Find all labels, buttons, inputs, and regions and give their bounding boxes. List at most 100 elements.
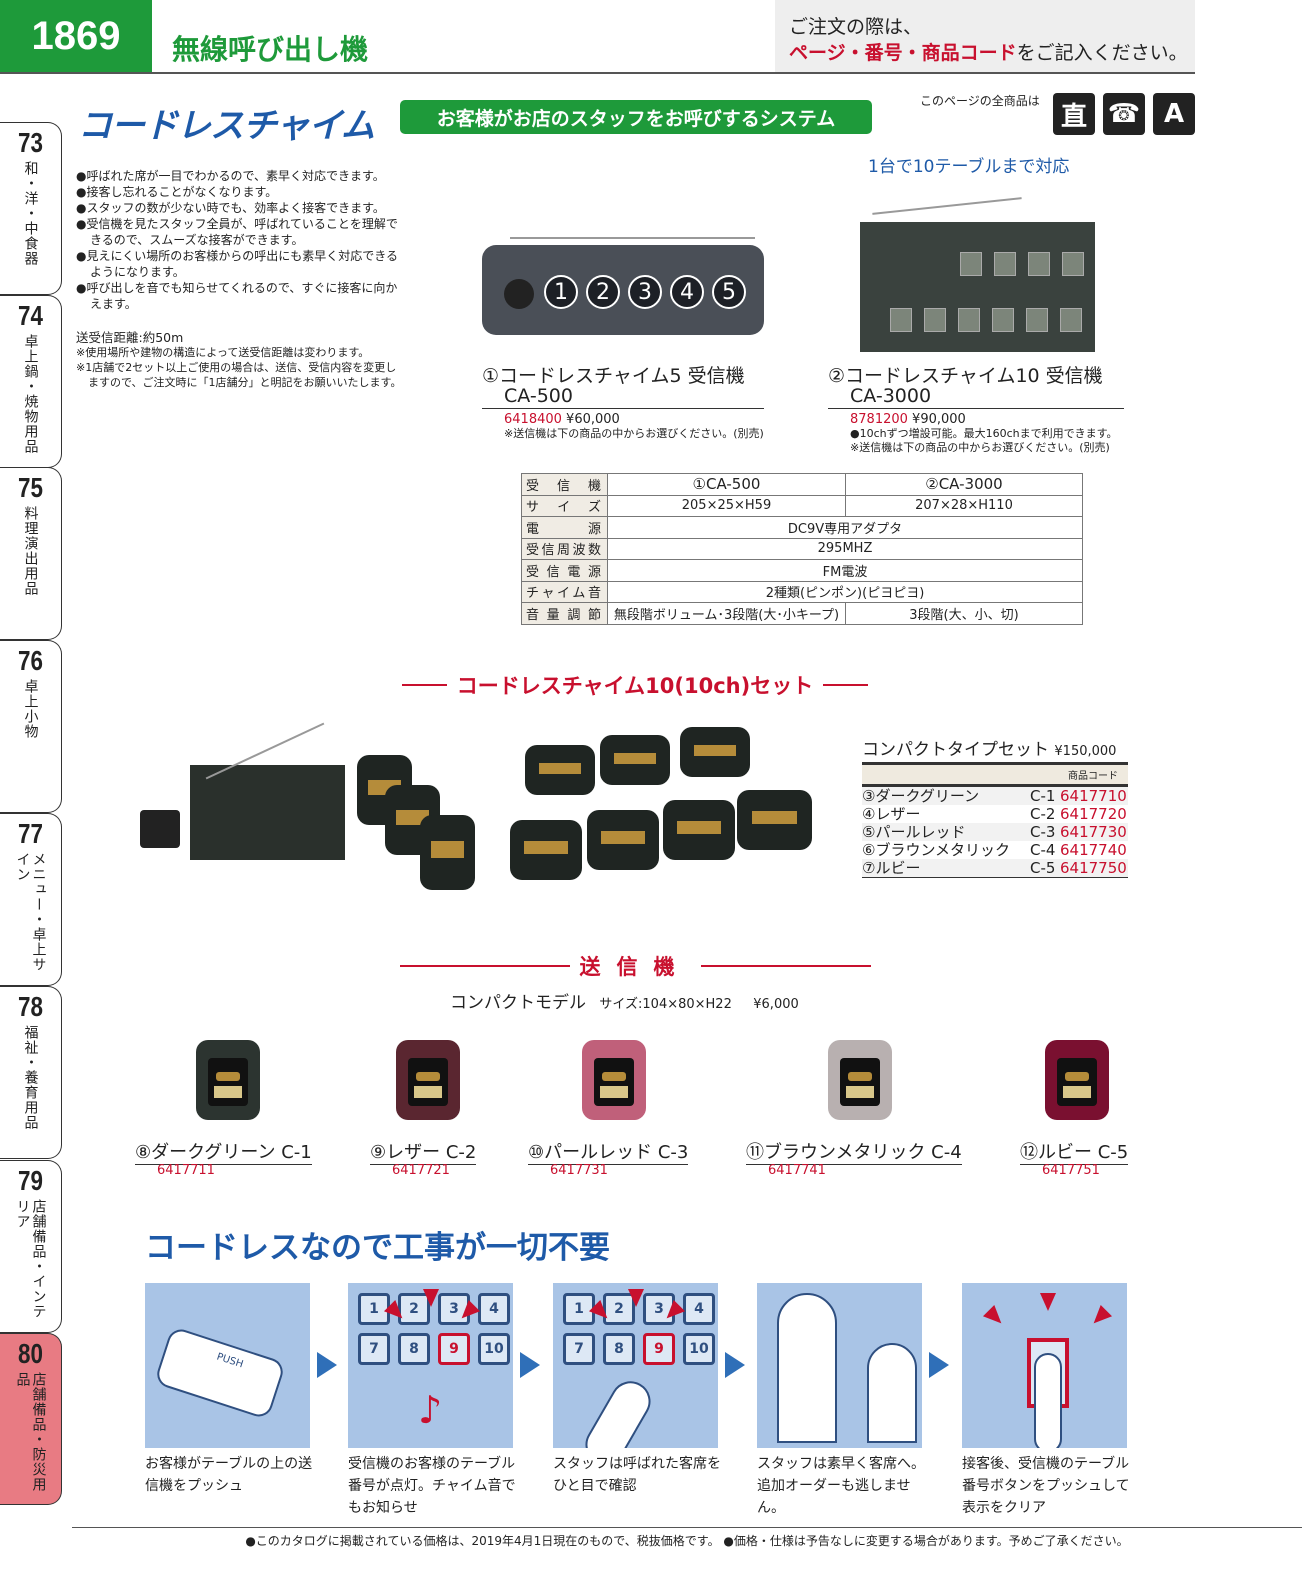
set-title: コンパクトタイプセット [862,740,1049,760]
step-caption: お客様がテーブルの上の送信機をプッシュ [145,1456,313,1494]
table-number: 8 [603,1333,635,1365]
transmitter-heading: 送信機 [398,951,872,981]
set-receiver [190,765,345,860]
direct-delivery-icon: 直 [1053,93,1095,135]
spec-value: 207×28×H110 [845,494,1083,517]
spec-label: 音量調節 [521,602,608,625]
tagline: 1台で10テーブルまで対応 [868,157,1070,177]
product-note: ※送信機は下の商品の中からお選びください。(別売) [504,427,764,440]
spec-label: サイズ [521,494,608,517]
order-notice: ご注文の際は、 ページ・番号・商品コードをご記入ください。 [775,0,1195,72]
step-caption: スタッフは素早く客席へ。追加オーダーも逃しません。 [757,1456,925,1516]
phone-order-icon: ☎ [1103,93,1145,135]
transmitter-heading-text: 送信機 [579,955,691,979]
item-model: C-4 [1030,841,1056,859]
notice-rest: をご記入ください。 [1016,42,1188,64]
item-name: ⑦ルビー [862,859,921,877]
all-items-note: このページの全商品は [920,94,1040,108]
button-3: 3 [628,275,662,309]
transmitter-image [828,1040,892,1120]
product-price: ¥60,000 [566,412,620,427]
system-badge: お客様がお店のスタッフをお呼びするシステム [400,100,872,134]
product-model: CA-3000 [850,385,932,407]
adapter [140,810,180,848]
side-tab-74[interactable]: 74 卓上鍋・焼物用品 [0,295,62,468]
ca500-image: 1 2 3 4 5 [482,245,764,335]
spec-label: 受信電源 [521,559,608,582]
antenna [510,237,755,239]
model-size: サイズ:104×80×H22 [599,997,732,1012]
item-code: 6417720 [1060,805,1127,823]
set-price: ¥150,000 [1054,744,1117,759]
table-number: 8 [398,1333,430,1365]
notice-red: ページ・番号・商品コード [789,42,1017,64]
transmitter-label: ⑪ブラウンメタリック C-4 [746,1138,962,1165]
spec-label: 受信周波数 [521,537,608,560]
code-header: 商品コード [862,765,1128,787]
transmitter-spec: コンパクトモデル サイズ:104×80×H22 ¥6,000 [450,988,799,1013]
spec-value: FM電波 [607,559,1083,582]
step-illustration: PUSH [145,1283,310,1448]
tab-number: 74 [18,300,43,331]
item-name: ⑥ブラウンメタリック [862,841,1010,859]
item-model: C-3 [1030,823,1056,841]
transmitter-image [396,1040,460,1120]
table-number: 3 [643,1293,675,1325]
tab-label: 卓上鍋・焼物用品 [22,334,39,454]
table-number: 1 [358,1293,390,1325]
item-model: C-1 [1030,787,1056,805]
transmitter-code: 6417731 [550,1163,608,1178]
spec-value: 3段階(大、小、切) [845,602,1083,625]
table-number: 10 [683,1333,715,1365]
feature-list: ●呼ばれた席が一目でわかるので、素早く対応できます。 ●接客し忘れることがなくな… [76,168,406,312]
product-price: ¥90,000 [912,412,966,427]
spec-value: 2種類(ピンポン)(ピヨピヨ) [607,580,1083,603]
step-caption: 受信機のお客様のテーブル番号が点灯。チャイム音でもお知らせ [348,1456,516,1516]
product-note: ※送信機は下の商品の中からお選びください。(別売) [850,441,1110,454]
side-tab-76[interactable]: 76 卓上小物 [0,640,62,813]
spec-label: 受信機 [521,473,608,496]
transmitter-image [196,1040,260,1120]
item-code: 6417710 [1060,787,1127,805]
tab-number: 76 [18,645,43,676]
feature-item: ●見えにくい場所のお客様からの呼出にも素早く対応できるようになります。 [76,249,398,279]
a-rank-icon: A [1153,93,1195,135]
tab-label: 店舗備品・防災用品 [14,1372,47,1492]
tab-number: 79 [18,1165,43,1196]
notice-line1: ご注文の際は、 [789,16,923,38]
brand-logo: コードレスチャイム [78,106,375,146]
arrow-right-icon [929,1352,949,1378]
steps-heading: コードレスなので工事が一切不要 [145,1230,610,1266]
antenna [872,197,1022,215]
pointing-hand [1034,1353,1062,1448]
item-code: 6417730 [1060,823,1127,841]
set-heading-text: コードレスチャイム10(10ch)セット [456,674,814,698]
transmitter-image [582,1040,646,1120]
product-note: ●10chずつ増設可能。最大160chまで利用できます。 [850,427,1118,440]
button-4: 4 [670,275,704,309]
tab-label: 和・洋・中食器 [22,161,39,266]
table-number: 3 [438,1293,470,1325]
transmitter-code: 6417741 [768,1163,826,1178]
set-image [135,715,815,890]
tab-label: 卓上小物 [22,679,39,739]
distance: 送受信距離:約50m [76,330,184,345]
spec-value: 295MHZ [607,537,1083,560]
step-illustration [962,1283,1127,1448]
